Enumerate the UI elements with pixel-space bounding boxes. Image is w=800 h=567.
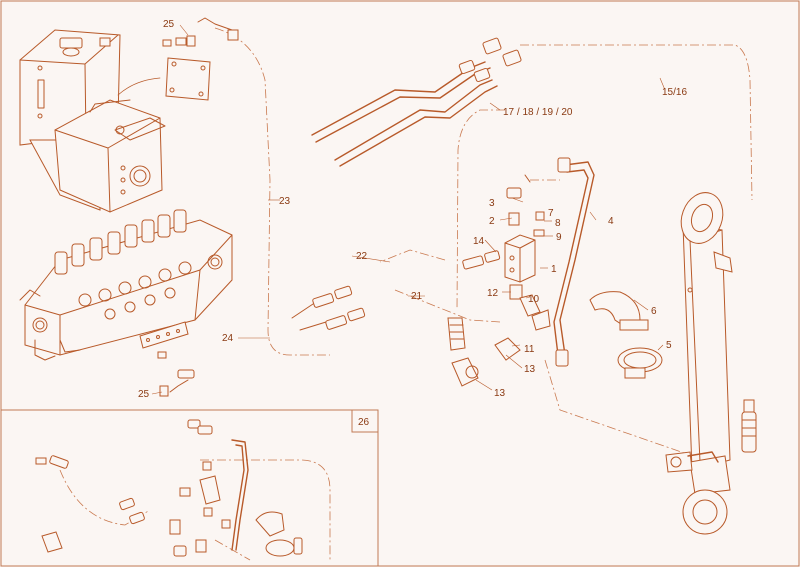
callout-2: 2: [489, 216, 495, 227]
callout-23: 23: [279, 196, 291, 207]
cover-plate: [165, 57, 211, 101]
callout-7: 7: [548, 208, 554, 219]
leader-lines: [151, 24, 666, 395]
callout-3: 3: [489, 198, 495, 209]
callout-4: 4: [608, 216, 614, 227]
callout-13-upper: 13: [524, 364, 536, 375]
hydraulic-cylinder: [665, 192, 757, 535]
callout-10: 10: [528, 294, 540, 305]
lowering-valve-1: [504, 174, 545, 300]
gasket-plate: [139, 321, 195, 397]
callout-21: 21: [411, 291, 423, 302]
clamp-5: [617, 347, 663, 379]
callout-5: 5: [666, 340, 672, 351]
callout-24: 24: [222, 333, 234, 344]
callout-8: 8: [555, 218, 561, 229]
callout-25-top: 25: [163, 19, 175, 30]
callout-1: 1: [551, 264, 557, 275]
callout-22: 22: [356, 251, 368, 262]
callout-labels: 1 2 3 4 5 6 7 8 9 10 11 12 13 13 14 15/1…: [138, 19, 687, 428]
steel-pipe-4: [553, 157, 595, 367]
callout-15-16: 15/16: [662, 87, 687, 98]
callout-13-lower: 13: [494, 388, 506, 399]
callout-11: 11: [524, 344, 535, 355]
control-valve-block: [19, 209, 233, 361]
hose-22-fittings: [462, 250, 501, 270]
fitting-25-top: [162, 17, 239, 47]
hydraulic-tank-housing: [19, 29, 166, 213]
callout-9: 9: [556, 232, 562, 243]
callout-25-bottom: 25: [138, 389, 150, 400]
clamp-6: [589, 291, 649, 331]
callout-12: 12: [487, 288, 499, 299]
inset-label-box: [351, 409, 379, 433]
steel-pipes-17-20: [311, 37, 522, 167]
hose-24-fittings: [291, 285, 366, 331]
callout-14: 14: [473, 236, 485, 247]
elbow-fittings: [447, 294, 551, 387]
callout-6: 6: [651, 306, 657, 317]
callout-26: 26: [358, 417, 370, 428]
callout-17-20: 17 / 18 / 19 / 20: [503, 107, 573, 118]
inset-26-assembly: [35, 419, 303, 557]
